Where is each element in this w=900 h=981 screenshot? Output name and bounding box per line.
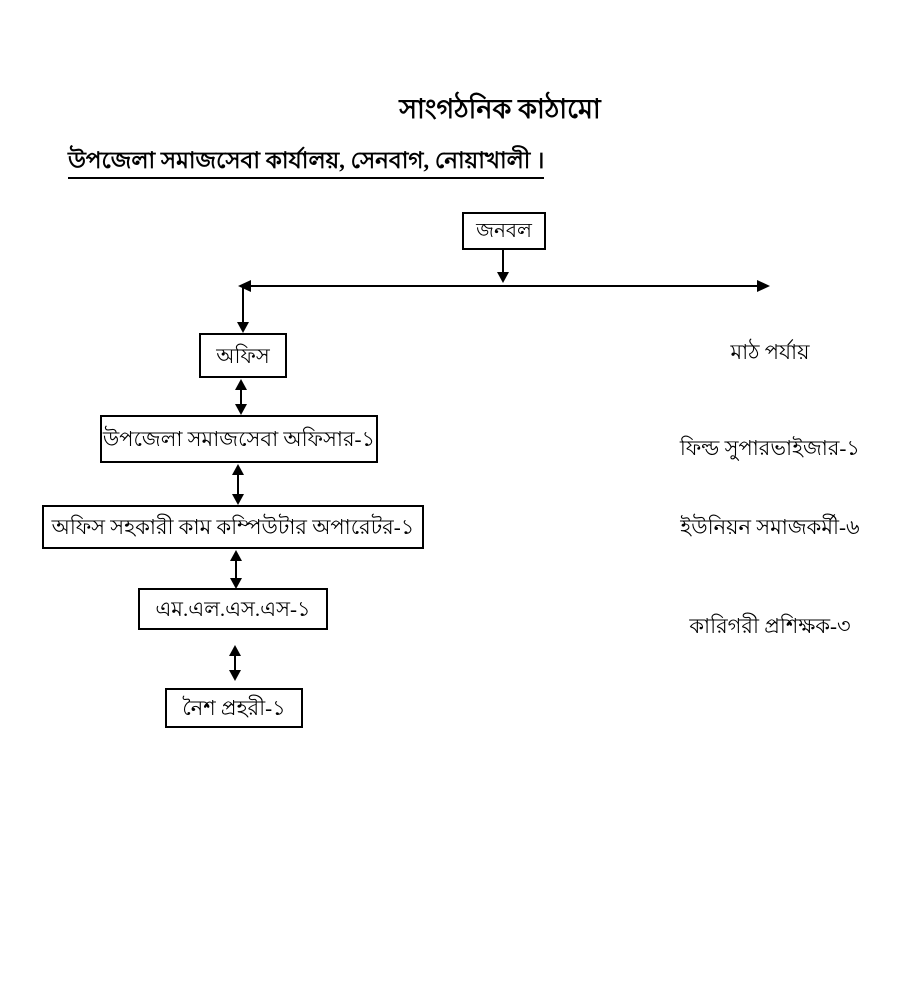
node-night-guard-label: নৈশ প্রহরী-১ bbox=[182, 696, 286, 720]
arrow-line bbox=[235, 559, 237, 580]
arrowhead-down-icon bbox=[232, 494, 244, 505]
arrowhead-up-icon bbox=[230, 550, 242, 561]
arrow-line bbox=[237, 473, 239, 496]
office-name-text: উপজেলা সমাজসেবা কার্যালয়, সেনবাগ, নোয়া… bbox=[68, 146, 545, 179]
node-mlss-label: এম.এল.এস.এস-১ bbox=[155, 597, 311, 621]
arrow-line bbox=[234, 654, 236, 672]
arrow-line bbox=[502, 250, 504, 275]
node-officer-label: উপজেলা সমাজসেবা অফিসার-১ bbox=[102, 427, 376, 451]
arrowhead-down-icon bbox=[235, 404, 247, 415]
arrow-line bbox=[242, 286, 244, 323]
arrowhead-up-icon bbox=[232, 464, 244, 475]
node-mlss-box: এম.এল.এস.এস-১ bbox=[138, 588, 328, 630]
arrowhead-up-icon bbox=[229, 645, 241, 656]
node-night-guard-box: নৈশ প্রহরী-১ bbox=[165, 688, 303, 728]
node-office-assistant-box: অফিস সহকারী কাম কম্পিউটার অপারেটর-১ bbox=[42, 505, 424, 549]
arrowhead-down-icon bbox=[237, 322, 249, 333]
field-level-header: মাঠ পর্যায় bbox=[730, 340, 810, 364]
arrowhead-down-icon bbox=[497, 272, 509, 283]
arrowhead-down-icon bbox=[230, 578, 242, 589]
node-officer-box: উপজেলা সমাজসেবা অফিসার-১ bbox=[100, 415, 378, 463]
page-title: সাংগঠনিক কাঠামো bbox=[399, 94, 601, 124]
union-social-worker-label: ইউনিয়ন সমাজকর্মী-৬ bbox=[680, 515, 860, 539]
arrow-line bbox=[240, 388, 242, 406]
office-name-heading: উপজেলা সমাজসেবা কার্যালয়, সেনবাগ, নোয়া… bbox=[68, 146, 545, 179]
technical-instructor-label: কারিগরী প্রশিক্ষক-৩ bbox=[689, 614, 851, 638]
node-office-assistant-label: অফিস সহকারী কাম কম্পিউটার অপারেটর-১ bbox=[51, 515, 415, 539]
arrowhead-up-icon bbox=[235, 379, 247, 390]
node-manpower-box: জনবল bbox=[462, 212, 546, 250]
field-supervisor-label: ফিল্ড সুপারভাইজার-১ bbox=[679, 436, 861, 460]
arrowhead-right-icon bbox=[757, 280, 770, 292]
arrowhead-down-icon bbox=[229, 670, 241, 681]
arrowhead-left-icon bbox=[238, 280, 251, 292]
node-office-box: অফিস bbox=[199, 333, 287, 378]
node-office-label: অফিস bbox=[216, 343, 270, 368]
node-manpower-label: জনবল bbox=[476, 220, 532, 242]
arrow-line bbox=[249, 285, 759, 287]
